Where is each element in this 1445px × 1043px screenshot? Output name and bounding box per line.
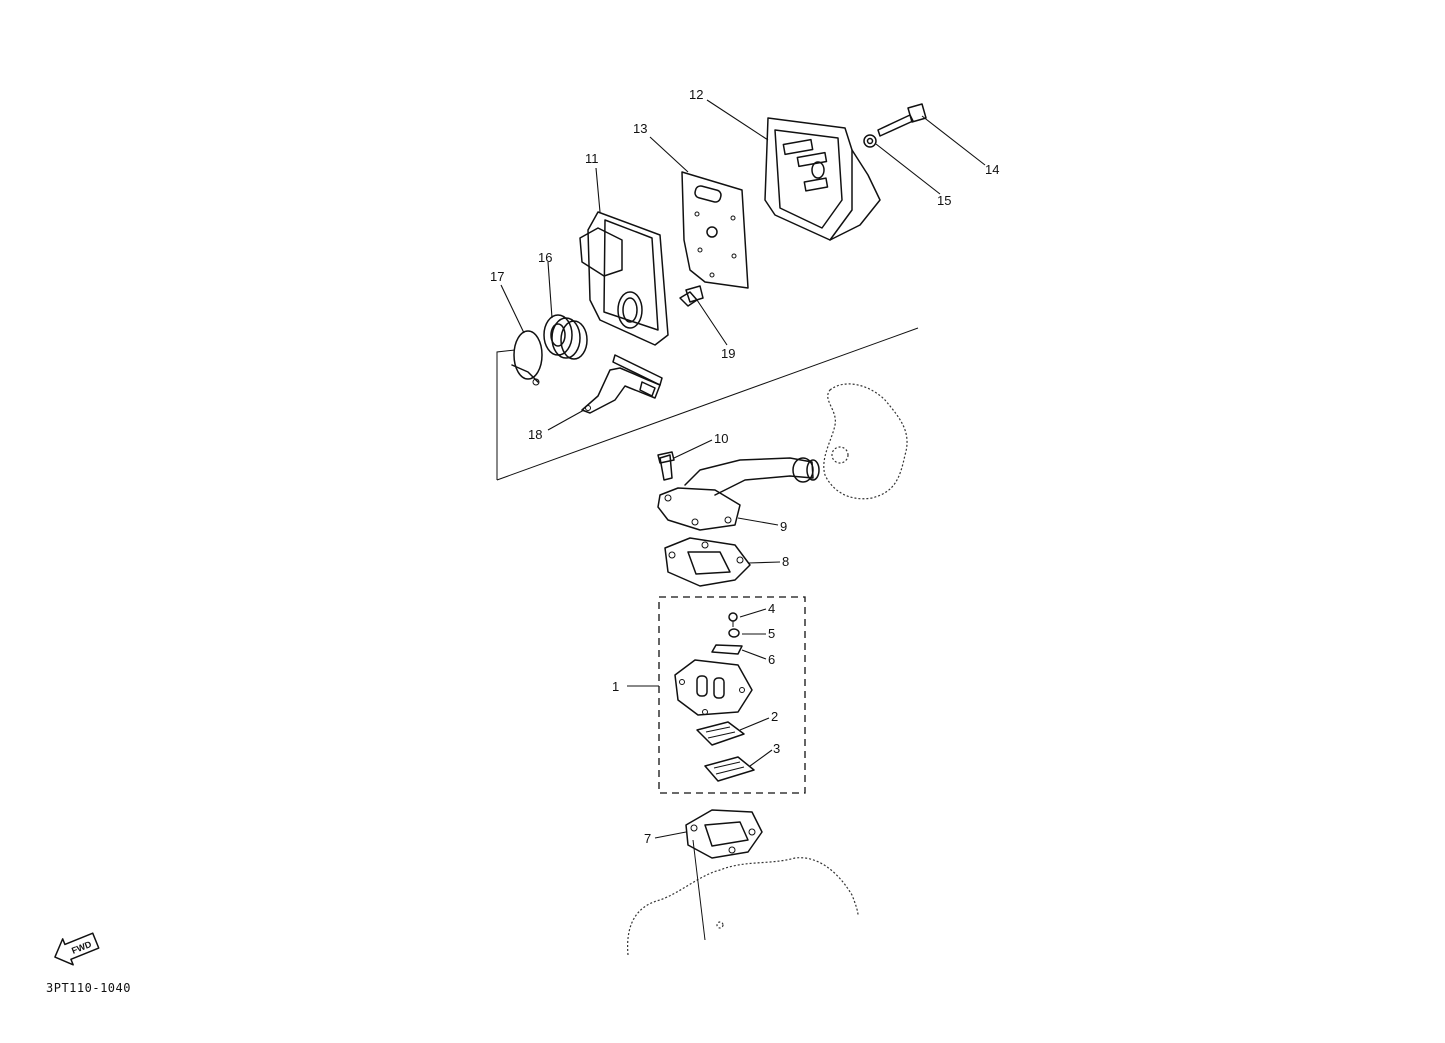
part-13-filter-element bbox=[681, 171, 749, 289]
callout-10: 10 bbox=[714, 431, 728, 446]
part-1-reed-valve-body bbox=[674, 659, 753, 716]
part-9-intake-manifold bbox=[657, 457, 820, 531]
assembly-boundary-upper bbox=[496, 349, 516, 480]
callout-12: 12 bbox=[689, 87, 703, 102]
part-17-clamp bbox=[511, 330, 543, 386]
callout-9: 9 bbox=[780, 519, 787, 534]
callout-16: 16 bbox=[538, 250, 552, 265]
engine-outline-right bbox=[823, 383, 908, 500]
part-7-gasket bbox=[685, 809, 763, 859]
part-5-washer bbox=[728, 628, 740, 638]
callout-2: 2 bbox=[771, 709, 778, 724]
engine-port bbox=[831, 446, 849, 464]
callout-11: 11 bbox=[585, 151, 599, 166]
callout-13: 13 bbox=[633, 121, 647, 136]
leader-lines bbox=[500, 99, 986, 839]
callout-18: 18 bbox=[528, 427, 542, 442]
callout-14: 14 bbox=[985, 162, 999, 177]
part-15-washer bbox=[863, 134, 877, 148]
callout-15: 15 bbox=[937, 193, 951, 208]
part-11-airbox-case bbox=[579, 211, 669, 386]
part-4-screw bbox=[728, 612, 738, 627]
callout-1: 1 bbox=[612, 679, 619, 694]
reed-valve-assembly-box bbox=[658, 596, 806, 794]
callout-8: 8 bbox=[782, 554, 789, 569]
part-18-bracket bbox=[581, 367, 661, 414]
callout-4: 4 bbox=[768, 601, 775, 616]
forward-direction-arrow: FWD bbox=[54, 932, 100, 966]
callout-7: 7 bbox=[644, 831, 651, 846]
part-12-airbox-cover bbox=[764, 117, 881, 241]
diagram-code: 3PT110-1040 bbox=[46, 981, 131, 995]
engine-bolt-hole bbox=[716, 921, 724, 929]
part-14-bolt bbox=[877, 103, 927, 137]
callout-3: 3 bbox=[773, 741, 780, 756]
center-line-7 bbox=[692, 839, 706, 941]
callout-17: 17 bbox=[490, 269, 504, 284]
callout-19: 19 bbox=[721, 346, 735, 361]
part-16-intake-joint bbox=[543, 314, 588, 360]
callout-6: 6 bbox=[768, 652, 775, 667]
part-2-reed-valve bbox=[696, 721, 745, 746]
part-10-bolt bbox=[657, 451, 675, 481]
part-3-reed-stopper-plate bbox=[704, 756, 755, 782]
callout-5: 5 bbox=[768, 626, 775, 641]
part-6-stopper bbox=[711, 644, 743, 655]
part-8-gasket bbox=[664, 537, 751, 587]
engine-outline-bottom bbox=[627, 857, 859, 956]
assembly-boundary-diagonal bbox=[496, 327, 919, 481]
